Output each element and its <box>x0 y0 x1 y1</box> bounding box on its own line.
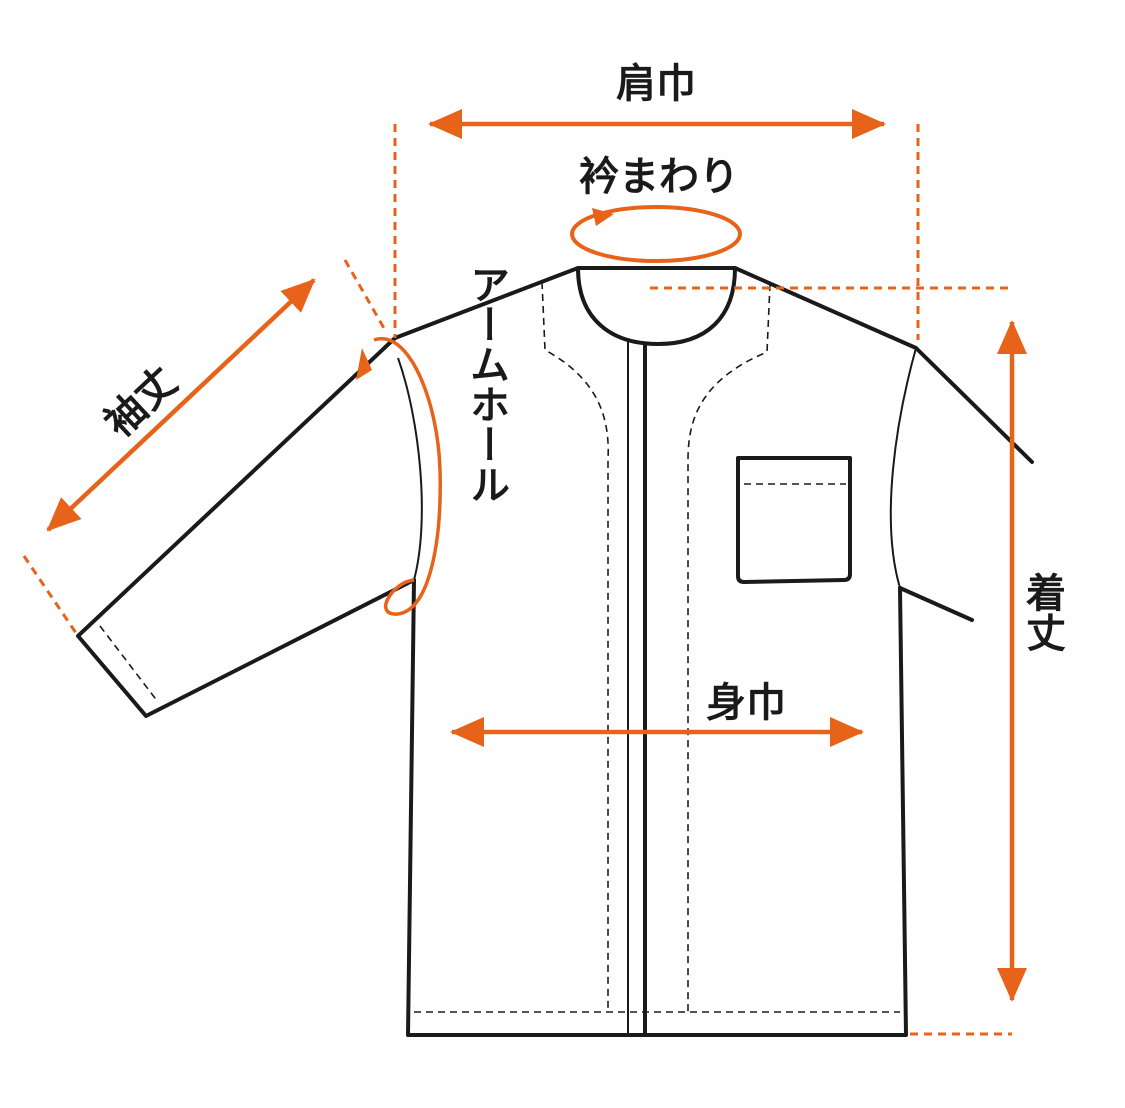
sleeve-guide-top <box>343 259 387 331</box>
sleeve-guide-bottom <box>22 555 80 637</box>
chest-pocket <box>736 456 852 584</box>
neck-arrow-head <box>592 208 614 226</box>
sleeve-length-label: 袖丈 <box>96 358 186 446</box>
labels: 肩巾 衿まわり 袖丈 アームホール 身巾 着丈 <box>96 61 1066 726</box>
measurement-guides <box>22 109 1027 1036</box>
right-sleeve-stub <box>898 586 974 622</box>
armhole-loop <box>373 336 442 616</box>
left-body-side <box>406 578 908 1037</box>
left-facing-stitch <box>541 281 610 1012</box>
armhole-label: アームホール <box>463 264 509 504</box>
sleeve-length-arrow <box>46 278 316 532</box>
left-armhole-seam <box>397 357 423 581</box>
neck-circumference-label: 衿まわり <box>579 154 739 200</box>
shirt-outline <box>76 266 1034 1037</box>
body-width-label: 身巾 <box>706 680 786 726</box>
shoulder-width-label: 肩巾 <box>616 61 696 107</box>
cuff-stitch <box>99 625 159 703</box>
right-armhole-seam <box>889 347 917 589</box>
armhole-arrow-head <box>356 348 372 380</box>
neckline <box>576 266 737 346</box>
total-length-label: 着丈 <box>1019 572 1066 652</box>
right-facing-stitch <box>687 283 771 1012</box>
neck-circumference-loop <box>570 205 742 263</box>
